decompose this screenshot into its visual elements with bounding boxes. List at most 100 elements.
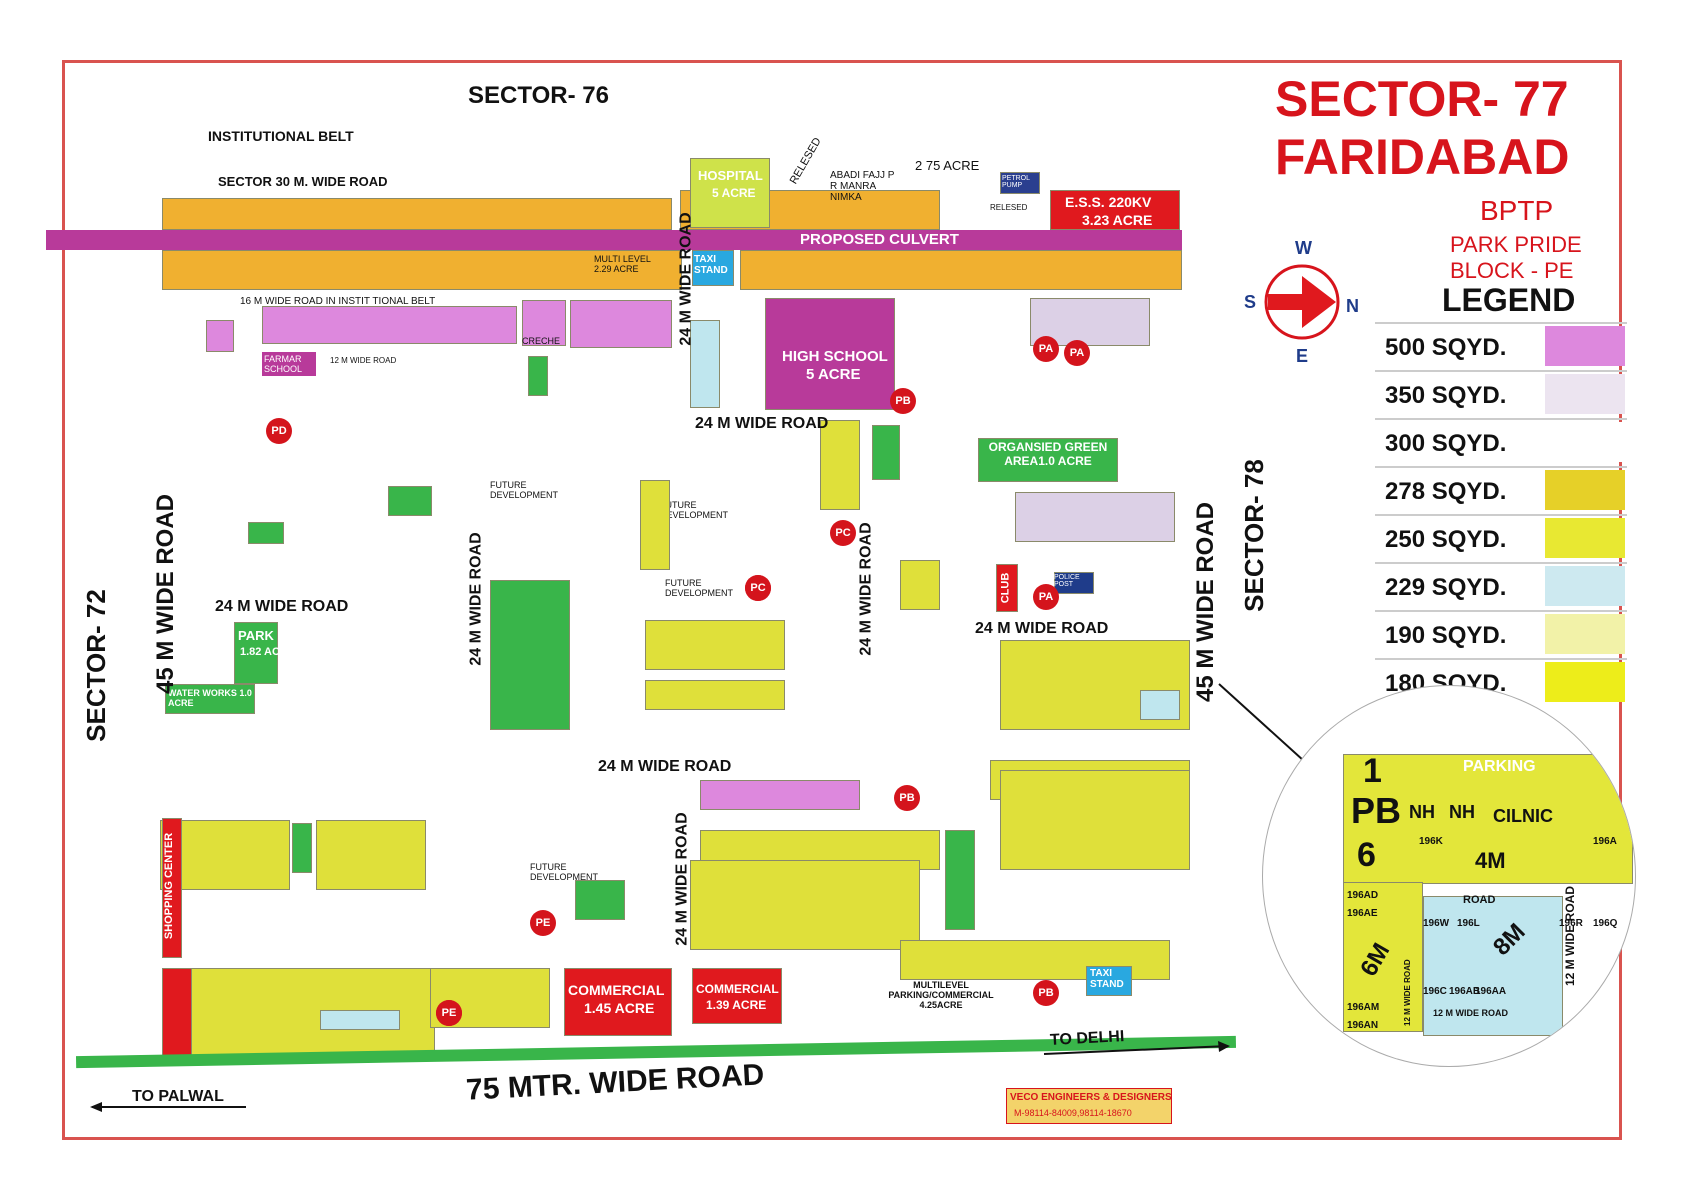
inset-nh1: NH bbox=[1409, 802, 1435, 822]
inset-road-12m-c: 12 M WIDE ROAD bbox=[1433, 1008, 1509, 1018]
inset-plot-label: 196A bbox=[1593, 836, 1617, 847]
road-24m-vertical-2: 24 M WIDE ROAD bbox=[467, 532, 485, 666]
inset-road-12m-b: 12 M WIDE ROAD bbox=[1403, 959, 1412, 1026]
legend-swatch bbox=[1545, 566, 1625, 606]
club-label: CLUB bbox=[999, 572, 1012, 604]
inset-plot-label: 196AM bbox=[1347, 1002, 1380, 1013]
legend-row: 278 SQYD. bbox=[1375, 466, 1627, 512]
future-dev-4: FUTURE DEVELOPMENT bbox=[530, 862, 599, 882]
park-label: PARK bbox=[238, 628, 274, 643]
inset-plot-label: 196AE bbox=[1347, 908, 1378, 919]
inset-plot-label: 196AA bbox=[1475, 986, 1507, 997]
pocket-marker-pa: PA bbox=[1064, 340, 1090, 366]
pocket-marker-pe: PE bbox=[530, 910, 556, 936]
legend-swatch bbox=[1545, 374, 1625, 414]
compass-north: N bbox=[1346, 296, 1359, 316]
high-school-label: HIGH SCHOOL bbox=[782, 348, 888, 365]
police-post-plot bbox=[1054, 572, 1094, 594]
proposed-culvert bbox=[46, 230, 1182, 250]
compass-south: S bbox=[1244, 292, 1257, 312]
sector-76-label: SECTOR- 76 bbox=[468, 82, 609, 109]
road-45m-west-label: 45 M WIDE ROAD bbox=[152, 493, 180, 695]
road-16m-label: 16 M WIDE ROAD IN INSTIT TIONAL BELT bbox=[240, 296, 436, 307]
inset-blue-block bbox=[1423, 896, 1563, 1036]
legend-row: 190 SQYD. bbox=[1375, 610, 1627, 656]
compass-east: E bbox=[1296, 346, 1309, 366]
pocket-marker-pe: PE bbox=[436, 1000, 462, 1026]
pink-plots-row-4 bbox=[700, 780, 860, 810]
released-label-2: RELESED bbox=[990, 203, 1028, 212]
commercial-left-plot bbox=[162, 968, 192, 1058]
developer-name: BPTP bbox=[1480, 195, 1554, 226]
inset-plot-label: 196C bbox=[1423, 986, 1447, 997]
orange-plot-row-top bbox=[162, 198, 672, 230]
yellow-plots-row-15 bbox=[1000, 770, 1190, 870]
shopping-center-label: SHOPPING CENTER bbox=[163, 832, 176, 940]
commercial-1-label: COMMERCIAL bbox=[568, 982, 665, 998]
hospital-label: HOSPITAL bbox=[698, 168, 763, 183]
culvert-label: PROPOSED CULVERT bbox=[800, 231, 959, 248]
park-area: 1.82 ACRE bbox=[240, 646, 296, 658]
inset-num6: 6 bbox=[1357, 836, 1376, 874]
inset-clinic: CILNIC bbox=[1493, 806, 1553, 826]
shopping-center-plot bbox=[162, 818, 182, 958]
commercial-1-plot bbox=[564, 968, 672, 1036]
yellow-plots-row-1 bbox=[645, 620, 785, 670]
pocket-marker-pb: PB bbox=[890, 388, 916, 414]
inset-plot-label: 196W bbox=[1423, 918, 1450, 929]
water-works-label: WATER WORKS 1.0 ACRE bbox=[168, 688, 252, 708]
legend-swatch bbox=[1545, 326, 1625, 366]
inset-parking: PARKING bbox=[1463, 758, 1536, 775]
blue-plots-2 bbox=[1140, 690, 1180, 720]
grey-plots-row-1 bbox=[1015, 492, 1175, 542]
legend-swatch bbox=[1545, 518, 1625, 558]
map-title-line2: FARIDABAD bbox=[1275, 129, 1570, 185]
green-park-1 bbox=[528, 356, 548, 396]
ess-label: E.S.S. 220KV bbox=[1065, 194, 1152, 210]
inset-nh2: NH bbox=[1449, 802, 1475, 822]
credits-firm: VECO ENGINEERS & DESIGNERS bbox=[1010, 1092, 1172, 1103]
commercial-2-label: COMMERCIAL bbox=[696, 982, 779, 996]
high-school-plot bbox=[765, 298, 895, 410]
future-dev-2: FUTURE DEVELOPMENT bbox=[660, 500, 729, 520]
inset-detail: PARKING 1 PB NH NH CILNIC 6 4M 6M 8M ROA… bbox=[1262, 685, 1636, 1067]
legend-label: 250 SQYD. bbox=[1385, 526, 1507, 553]
inset-plot-label: 196L bbox=[1457, 918, 1480, 929]
inset-road-12m: 12 M WIDE ROAD bbox=[1563, 885, 1577, 986]
pink-plots-row-3 bbox=[522, 300, 566, 346]
multi-level-label: MULTI LEVEL 2.29 ACRE bbox=[594, 254, 651, 274]
taxi-stand-plot bbox=[692, 250, 734, 286]
hospital-area: 5 ACRE bbox=[712, 186, 756, 200]
road-24m-vertical-1: 24 M WIDE ROAD bbox=[677, 212, 695, 346]
pocket-marker-pc: PC bbox=[745, 575, 771, 601]
water-works-plot bbox=[165, 684, 255, 714]
block-name: BLOCK - PE bbox=[1450, 258, 1574, 283]
inset-plot-label: 196K bbox=[1419, 836, 1443, 847]
green-park-3 bbox=[248, 522, 284, 544]
commercial-2-plot bbox=[692, 968, 782, 1024]
green-park-8 bbox=[575, 880, 625, 920]
credits-phone: M-98114-84009,98114-18670 bbox=[1014, 1108, 1132, 1118]
future-dev-1: FUTURE DEVELOPMENT bbox=[490, 480, 559, 500]
green-park-7 bbox=[945, 830, 975, 930]
pink-plots-row-2 bbox=[570, 300, 672, 348]
pink-plots-row-1 bbox=[262, 306, 517, 344]
legend-label: 229 SQYD. bbox=[1385, 574, 1507, 601]
legend-swatch bbox=[1545, 422, 1625, 462]
road-24m-label-1: 24 M WIDE ROAD bbox=[695, 415, 829, 432]
road-24m-label-2: 24 M WIDE ROAD bbox=[215, 598, 349, 615]
ess-area: 3.23 ACRE bbox=[1082, 212, 1153, 228]
green-park-2 bbox=[388, 486, 432, 516]
creche-label: CRECHE bbox=[522, 336, 561, 346]
arrow-left-icon bbox=[90, 1102, 246, 1112]
future-dev-3: FUTURE DEVELOPMENT bbox=[665, 578, 734, 598]
acre-275-label: 2 75 ACRE bbox=[915, 158, 980, 173]
legend-label: 278 SQYD. bbox=[1385, 478, 1507, 505]
yellow-plots-row-12 bbox=[900, 560, 940, 610]
pink-plots-school bbox=[206, 320, 234, 352]
multilevel-parking-label: MULTILEVEL PARKING/COMMERCIAL 4.25ACRE bbox=[888, 980, 994, 1010]
road-24m-label-4: 24 M WIDE ROAD bbox=[598, 758, 732, 775]
legend-title: LEGEND bbox=[1442, 282, 1576, 318]
organised-green-plot bbox=[978, 438, 1118, 482]
sector-78-label: SECTOR- 78 bbox=[1238, 459, 1269, 612]
